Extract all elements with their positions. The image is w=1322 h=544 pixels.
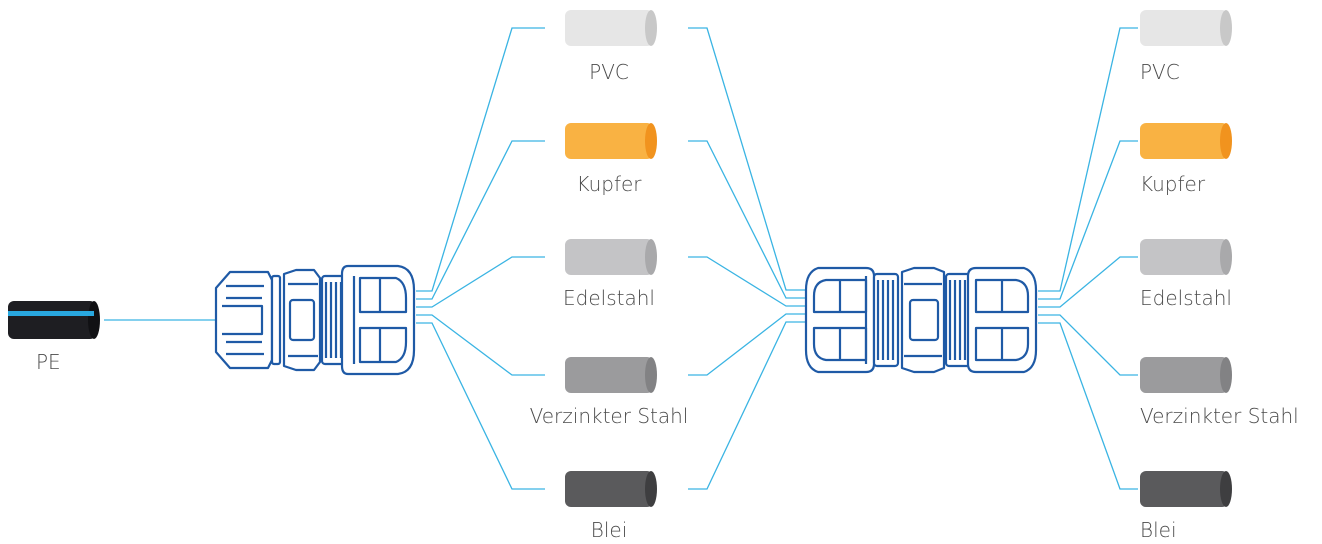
middle-connector-icon [804,266,1038,374]
line-middle-to-right-verzinkter-stahl [1038,314,1138,376]
middle-blei-label: Blei [590,518,628,542]
line-left-to-edelstahl [416,256,545,308]
middle-verzinkter-stahl-label: Verzinkter Stahl [529,404,689,428]
middle-edelstahl-label: Edelstahl [563,286,655,310]
middle-kupfer-label: Kupfer [576,172,642,196]
line-left-to-kupfer [416,140,545,300]
middle-pvc-pipe-icon [565,10,657,46]
line-middle-to-right-edelstahl [1038,256,1138,308]
right-blei-pipe-icon [1140,471,1232,507]
line-middle-to-right-kupfer [1038,140,1138,300]
line-blei-to-middle [688,321,806,490]
right-kupfer-pipe-icon [1140,123,1232,159]
right-kupfer-label: Kupfer [1140,172,1206,196]
line-pvc-to-middle [688,27,806,291]
pe-pipe-icon [8,301,100,339]
middle-blei-pipe-icon [565,471,657,507]
line-middle-to-right-pvc [1038,27,1138,292]
right-edelstahl-label: Edelstahl [1140,286,1232,310]
right-verzinkter-stahl-pipe-icon [1140,357,1232,393]
right-pvc-pipe-icon [1140,10,1232,46]
middle-pipe-column [565,10,657,507]
line-left-to-pvc [416,27,545,292]
pe-pipe-label: PE [36,350,61,374]
line-left-to-blei [416,322,545,490]
left-connector-icon [214,264,416,376]
middle-kupfer-pipe-icon [565,123,657,159]
line-edelstahl-to-middle [688,256,806,307]
middle-edelstahl-pipe-icon [565,239,657,275]
right-blei-label: Blei [1140,518,1177,542]
right-verzinkter-stahl-label: Verzinkter Stahl [1140,404,1299,428]
right-pipe-column [1140,10,1232,507]
line-middle-to-right-blei [1038,322,1138,490]
line-kupfer-to-middle [688,140,806,299]
middle-verzinkter-stahl-pipe-icon [565,357,657,393]
right-pvc-label: PVC [1140,60,1180,84]
right-edelstahl-pipe-icon [1140,239,1232,275]
line-left-to-verzinkter-stahl [416,314,545,376]
connection-lines [104,27,1138,490]
middle-pvc-label: PVC [589,60,629,84]
line-verzinkter-stahl-to-middle [688,313,806,376]
